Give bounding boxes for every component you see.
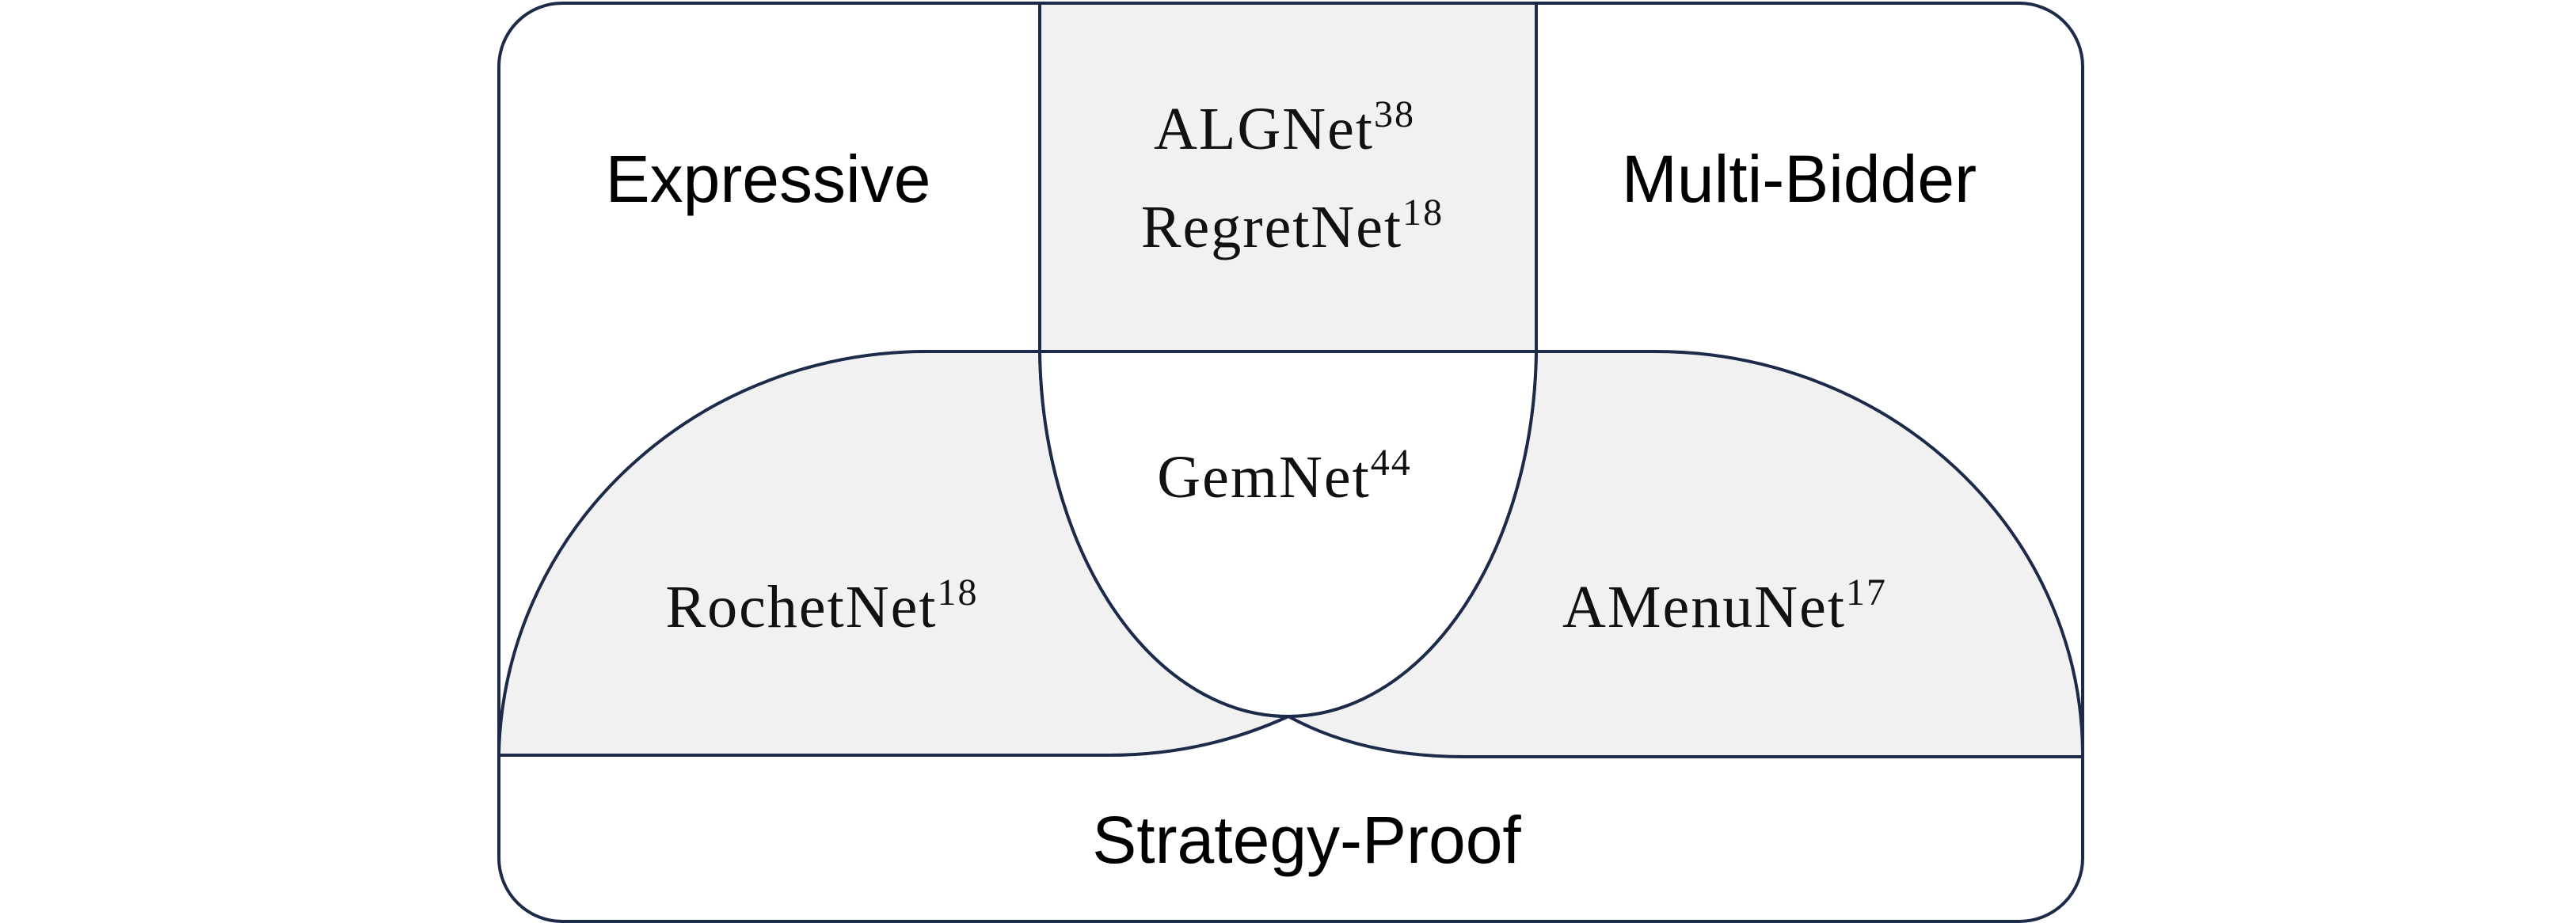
algnet-ref: 38 bbox=[1374, 93, 1415, 135]
algnet-name: ALGNet bbox=[1154, 96, 1374, 162]
expressive-multibidder-region bbox=[1038, 2, 1538, 353]
regretnet-name: RegretNet bbox=[1141, 194, 1402, 260]
amenunet-name: AMenuNet bbox=[1562, 574, 1846, 640]
gemnet-name: GemNet bbox=[1157, 444, 1370, 511]
multi-bidder-label: Multi-Bidder bbox=[1622, 142, 1977, 216]
regretnet-label: RegretNet18 bbox=[1141, 192, 1444, 260]
gemnet-label: GemNet44 bbox=[1157, 442, 1411, 511]
algnet-label: ALGNet38 bbox=[1154, 93, 1415, 162]
amenunet-label: AMenuNet17 bbox=[1562, 572, 1887, 640]
center-intersection-region bbox=[1037, 350, 1539, 719]
gemnet-ref: 44 bbox=[1371, 442, 1412, 484]
rochetnet-name: RochetNet bbox=[665, 574, 937, 640]
expressive-label: Expressive bbox=[606, 142, 931, 216]
regretnet-ref: 18 bbox=[1402, 192, 1444, 234]
rochetnet-label: RochetNet18 bbox=[665, 572, 978, 640]
rochetnet-ref: 18 bbox=[938, 572, 979, 613]
amenunet-ref: 17 bbox=[1846, 572, 1887, 613]
strategy-proof-label: Strategy-Proof bbox=[1092, 803, 1521, 877]
